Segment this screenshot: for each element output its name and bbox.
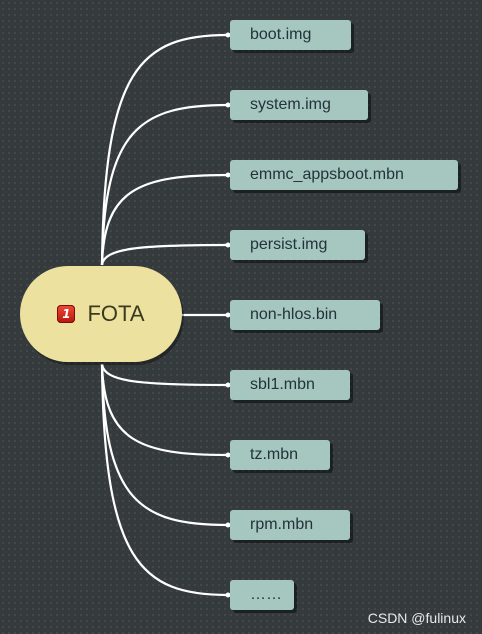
- connector-line: [100, 103, 229, 266]
- child-label: non-hlos.bin: [250, 306, 338, 323]
- child-node-persist-img[interactable]: persist.img: [230, 230, 365, 260]
- connector-endpoint: [225, 242, 231, 248]
- connector-endpoint: [225, 172, 231, 178]
- connector-line: [100, 173, 229, 266]
- child-node-system-img[interactable]: system.img: [230, 90, 368, 120]
- child-label: tz.mbn: [250, 446, 299, 463]
- connector-endpoint: [225, 452, 231, 458]
- child-node-emmc-appsboot-mbn[interactable]: emmc_appsboot.mbn: [230, 160, 458, 190]
- root-node-fota[interactable]: 1 FOTA: [20, 266, 182, 362]
- connector-line: [100, 363, 229, 597]
- child-node-tz-mbn[interactable]: tz.mbn: [230, 440, 330, 470]
- connector-endpoint: [225, 102, 231, 108]
- child-label: rpm.mbn: [250, 516, 314, 533]
- watermark: CSDN @fulinux: [367, 610, 466, 626]
- connector-line: [100, 363, 229, 387]
- connector-endpoint: [225, 382, 231, 388]
- connector-endpoint: [225, 522, 231, 528]
- child-label: emmc_appsboot.mbn: [250, 166, 404, 183]
- child-node-sbl1-mbn[interactable]: sbl1.mbn: [230, 370, 350, 400]
- child-node-boot-img[interactable]: boot.img: [230, 20, 351, 50]
- priority-1-icon: 1: [57, 305, 76, 323]
- connector-line: [100, 363, 229, 457]
- connector-line: [100, 243, 229, 266]
- child-node-non-hlos-bin[interactable]: non-hlos.bin: [230, 300, 380, 330]
- connector-endpoint: [225, 592, 231, 598]
- root-label: FOTA: [87, 301, 145, 326]
- child-label: persist.img: [250, 236, 328, 253]
- child-label: system.img: [250, 96, 331, 113]
- child-label: ……: [250, 586, 282, 603]
- child-label: sbl1.mbn: [250, 376, 315, 393]
- connector-endpoint: [225, 312, 231, 318]
- child-node-ellipsis[interactable]: ……: [230, 580, 294, 610]
- child-label: boot.img: [250, 26, 312, 43]
- connector-line: [100, 363, 229, 527]
- connector-line: [100, 33, 229, 266]
- connector-endpoint: [225, 32, 231, 38]
- child-node-rpm-mbn[interactable]: rpm.mbn: [230, 510, 350, 540]
